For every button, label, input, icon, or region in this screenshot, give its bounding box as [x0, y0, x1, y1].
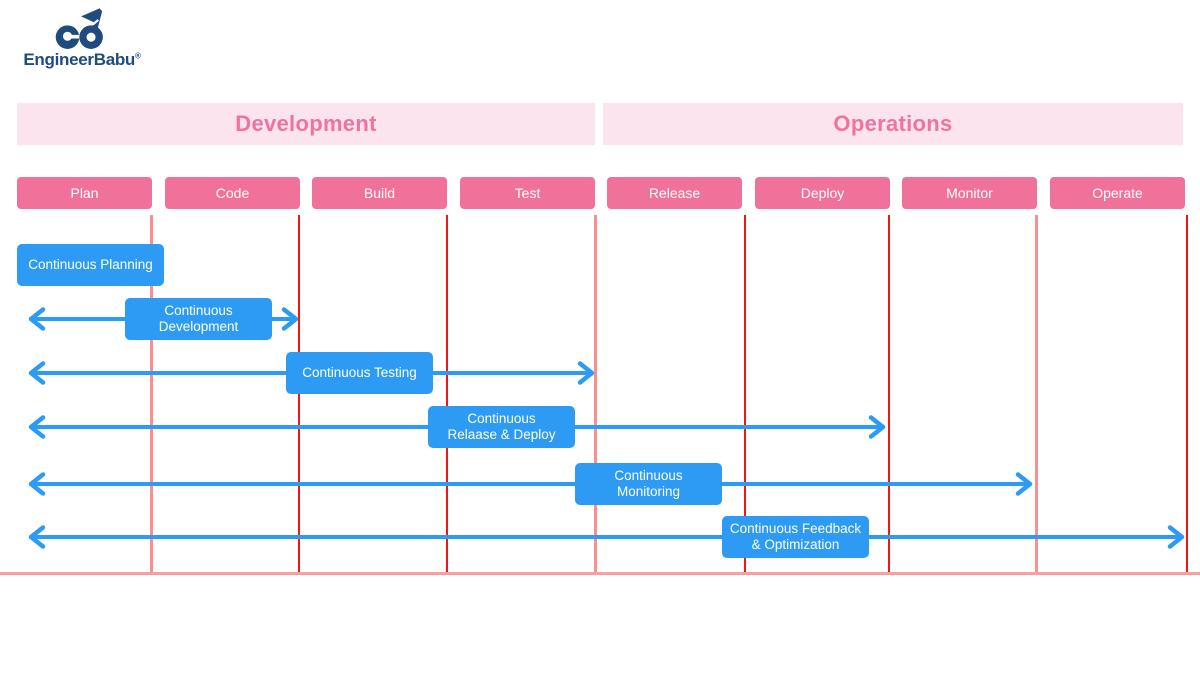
practice-box-continuous-feedback: Continuous Feedback& Optimization	[722, 516, 869, 558]
practice-box-label: Monitoring	[616, 484, 681, 499]
stage-button-plan: Plan	[17, 177, 152, 209]
grid-vline	[744, 215, 746, 574]
engineerbabu-logo-icon	[55, 8, 103, 49]
practice-box-continuous-planning: Continuous Planning	[17, 244, 164, 286]
stage-button-test: Test	[460, 177, 595, 209]
stage-button-deploy: Deploy	[755, 177, 890, 209]
grid-baseline	[0, 572, 1200, 575]
grid-vline	[298, 215, 300, 574]
practice-box-label: Continuous Feedback	[729, 520, 862, 536]
stage-button-release: Release	[607, 177, 742, 209]
header-development: Development	[17, 103, 595, 145]
stage-button-operate: Operate	[1050, 177, 1185, 209]
grid-vline	[1035, 215, 1038, 574]
practice-box-continuous-testing: Continuous Testing	[286, 352, 433, 394]
registered-mark: ®	[135, 51, 141, 61]
grid-vline	[888, 215, 890, 574]
practice-box-label: Relaase & Deploy	[447, 427, 556, 442]
brand-name: EngineerBabu®	[23, 50, 141, 69]
practice-box-label: & Optimization	[751, 537, 840, 552]
practice-box-label: Continuous	[164, 302, 233, 318]
practice-arrow-continuous-monitoring	[28, 472, 1033, 496]
grid-vline	[594, 215, 597, 574]
header-operations: Operations	[603, 103, 1183, 145]
grid-vline	[150, 215, 153, 574]
practice-box-label: Continuous	[614, 467, 683, 483]
stage-button-monitor: Monitor	[902, 177, 1037, 209]
grid-vline	[446, 215, 448, 574]
practice-box-label: Continuous Planning	[28, 256, 153, 272]
practice-arrow-continuous-feedback	[28, 525, 1185, 549]
stage-button-build: Build	[312, 177, 447, 209]
grid-vline	[1186, 215, 1188, 574]
stage-button-code: Code	[165, 177, 300, 209]
brand-logo: EngineerBabu®	[22, 8, 142, 70]
practice-box-label: Continuous	[467, 410, 536, 426]
practice-box-label: Continuous Testing	[302, 364, 417, 380]
practice-box-label: Development	[158, 319, 239, 334]
